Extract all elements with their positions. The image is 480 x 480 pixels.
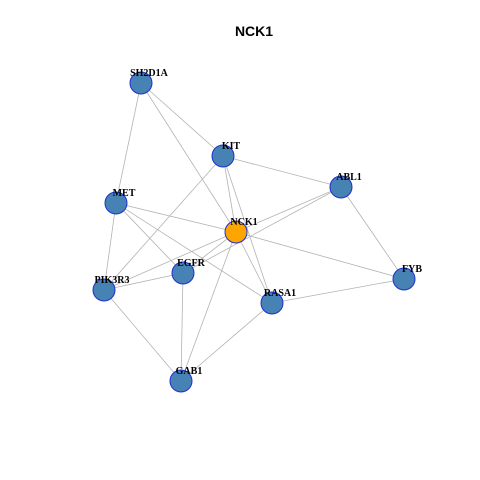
edge-met-nck1 [115,202,237,233]
edge-abl1-egfr [182,186,342,274]
node-label-fyb: FYB [402,264,422,275]
edge-layer [103,82,405,382]
edge-rasa1-fyb [271,278,405,304]
node-kit [211,144,235,168]
node-gab1 [169,369,193,393]
edge-kit-rasa1 [222,155,273,304]
node-pik3r3 [92,278,116,302]
node-nck1 [224,220,248,244]
node-label-kit: KIT [222,141,241,152]
edge-met-egfr [115,202,184,274]
edge-egfr-pik3r3 [103,272,184,291]
edge-kit-pik3r3 [103,155,224,291]
node-label-abl1: ABL1 [336,172,362,183]
edge-met-pik3r3 [103,202,117,291]
node-rasa1 [260,291,284,315]
edge-kit-nck1 [222,155,237,233]
node-label-met: MET [113,188,136,199]
edge-abl1-fyb [340,186,405,280]
graph-title: NCK1 [235,23,273,39]
edge-egfr-gab1 [180,272,184,382]
edge-nck1-rasa1 [235,231,273,304]
node-met [104,191,128,215]
node-label-sh2d1a: SH2D1A [130,68,169,79]
edge-rasa1-gab1 [180,302,273,382]
node-label-nck1: NCK1 [230,217,257,228]
edge-kit-abl1 [222,155,342,188]
edge-nck1-fyb [235,231,405,280]
edge-sh2d1a-nck1 [140,82,237,233]
edge-nck1-pik3r3 [103,231,237,291]
node-abl1 [329,175,353,199]
edge-pik3r3-gab1 [103,289,182,382]
node-sh2d1a [129,71,153,95]
edge-nck1-gab1 [180,231,237,382]
node-layer [92,71,416,393]
edge-abl1-nck1 [235,186,342,233]
edge-sh2d1a-kit [140,82,224,157]
node-fyb [392,267,416,291]
node-egfr [171,261,195,285]
node-label-pik3r3: PIK3R3 [95,275,130,286]
node-label-gab1: GAB1 [176,366,203,377]
edge-sh2d1a-met [115,82,142,204]
node-label-rasa1: RASA1 [264,288,296,299]
edge-met-rasa1 [115,202,273,304]
node-label-egfr: EGFR [177,258,206,269]
